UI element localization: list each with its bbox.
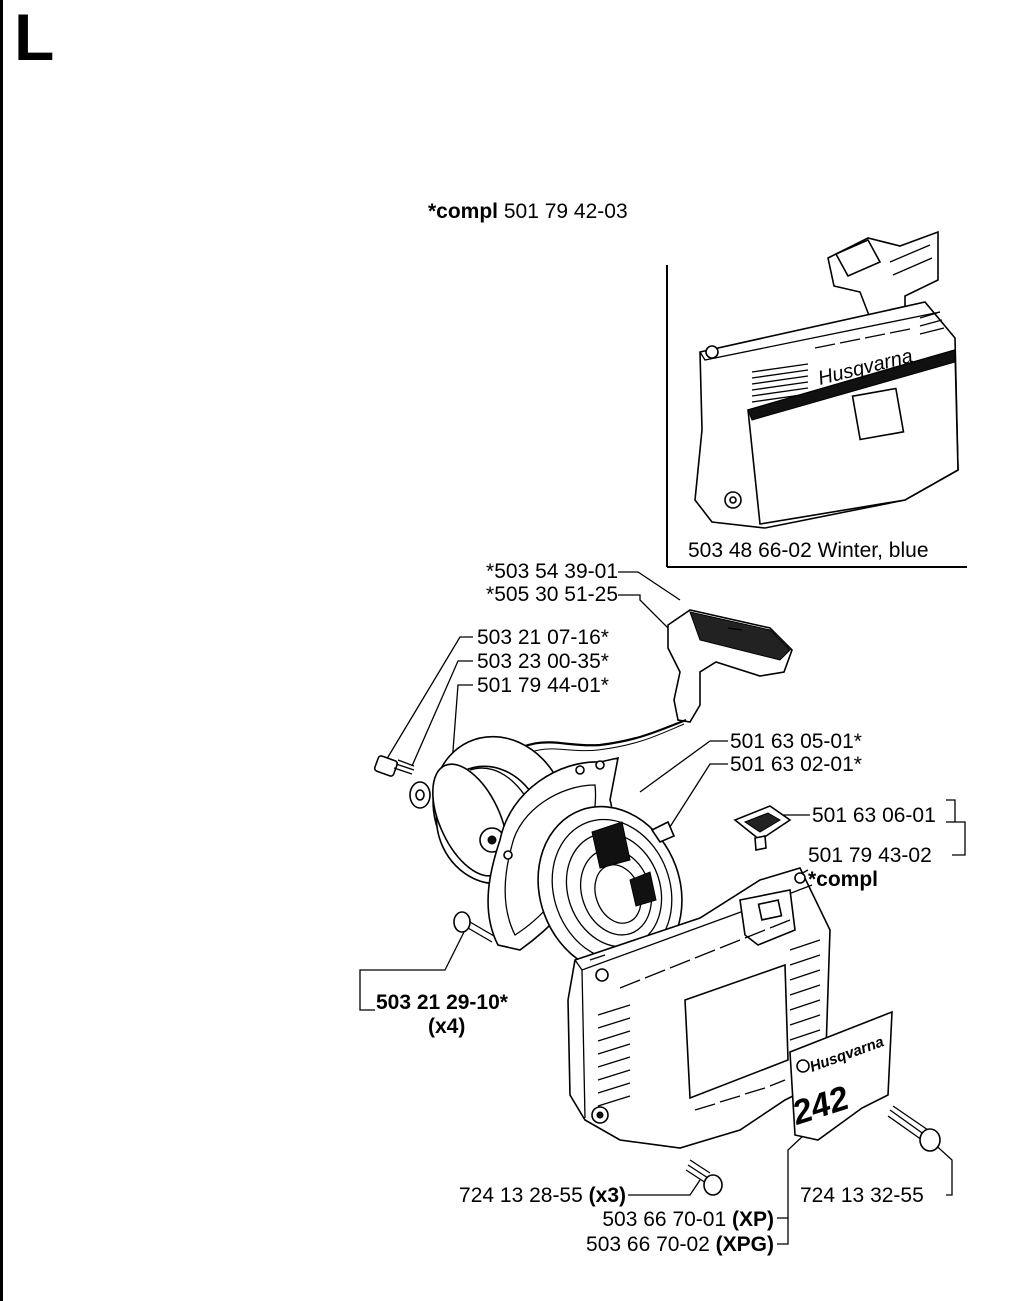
label-part-p2: *505 30 51-25 (486, 583, 618, 606)
label-part-p9: 501 79 43-02 (808, 844, 932, 867)
decal-screw (888, 1106, 940, 1151)
recoil-spring (515, 786, 705, 994)
label-part-p14: 503 66 70-02 (XPG) (586, 1233, 774, 1256)
label-part-p1: *503 54 39-01 (486, 560, 618, 583)
label-part-p8: 501 63 06-01 (812, 804, 936, 827)
label-part-p10-qty: (x4) (428, 1015, 466, 1038)
label-part-p11: 724 13 28-55 (x3) (459, 1184, 626, 1207)
compl-prefix: *compl (428, 200, 499, 223)
label-part-p3: 503 21 07-16* (477, 626, 609, 649)
label-part-p10: 503 21 29-10* (376, 991, 508, 1014)
leader-lines (360, 572, 965, 1244)
winter-cover-inset: Husqvarna (667, 232, 967, 567)
cover-top-vents (590, 920, 790, 988)
page-left-rule (0, 0, 3, 1301)
compl-number: 501 79 42-03 (503, 200, 628, 223)
left-screw-washer (374, 755, 430, 808)
compl-kit-label: *compl 501 79 42-03 (428, 201, 628, 222)
cover-right-vents (790, 940, 820, 1040)
label-part-p6: 501 63 05-01* (730, 730, 862, 753)
label-part-p5: 501 79 44-01* (477, 674, 609, 697)
cover-left-vents (598, 1005, 630, 1106)
grip-insert (735, 806, 790, 850)
label-part-p12: 724 13 32-55 (800, 1184, 924, 1207)
spring-screw (652, 822, 674, 842)
label-part-p13: 503 66 70-01 (XP) (602, 1208, 774, 1231)
label-part-p9-compl: *compl (808, 868, 879, 891)
section-letter: L (14, 0, 55, 74)
cover-screw-bottom (686, 1160, 722, 1195)
label-part-p7: 501 63 02-01* (730, 753, 862, 776)
starter-cover (568, 868, 830, 1148)
label-part-p4: 503 23 00-35* (477, 650, 609, 673)
cover-bolt (454, 912, 494, 942)
inset-caption: 503 48 66-02 Winter, blue (688, 539, 929, 562)
inset-vent-slats (752, 312, 944, 402)
